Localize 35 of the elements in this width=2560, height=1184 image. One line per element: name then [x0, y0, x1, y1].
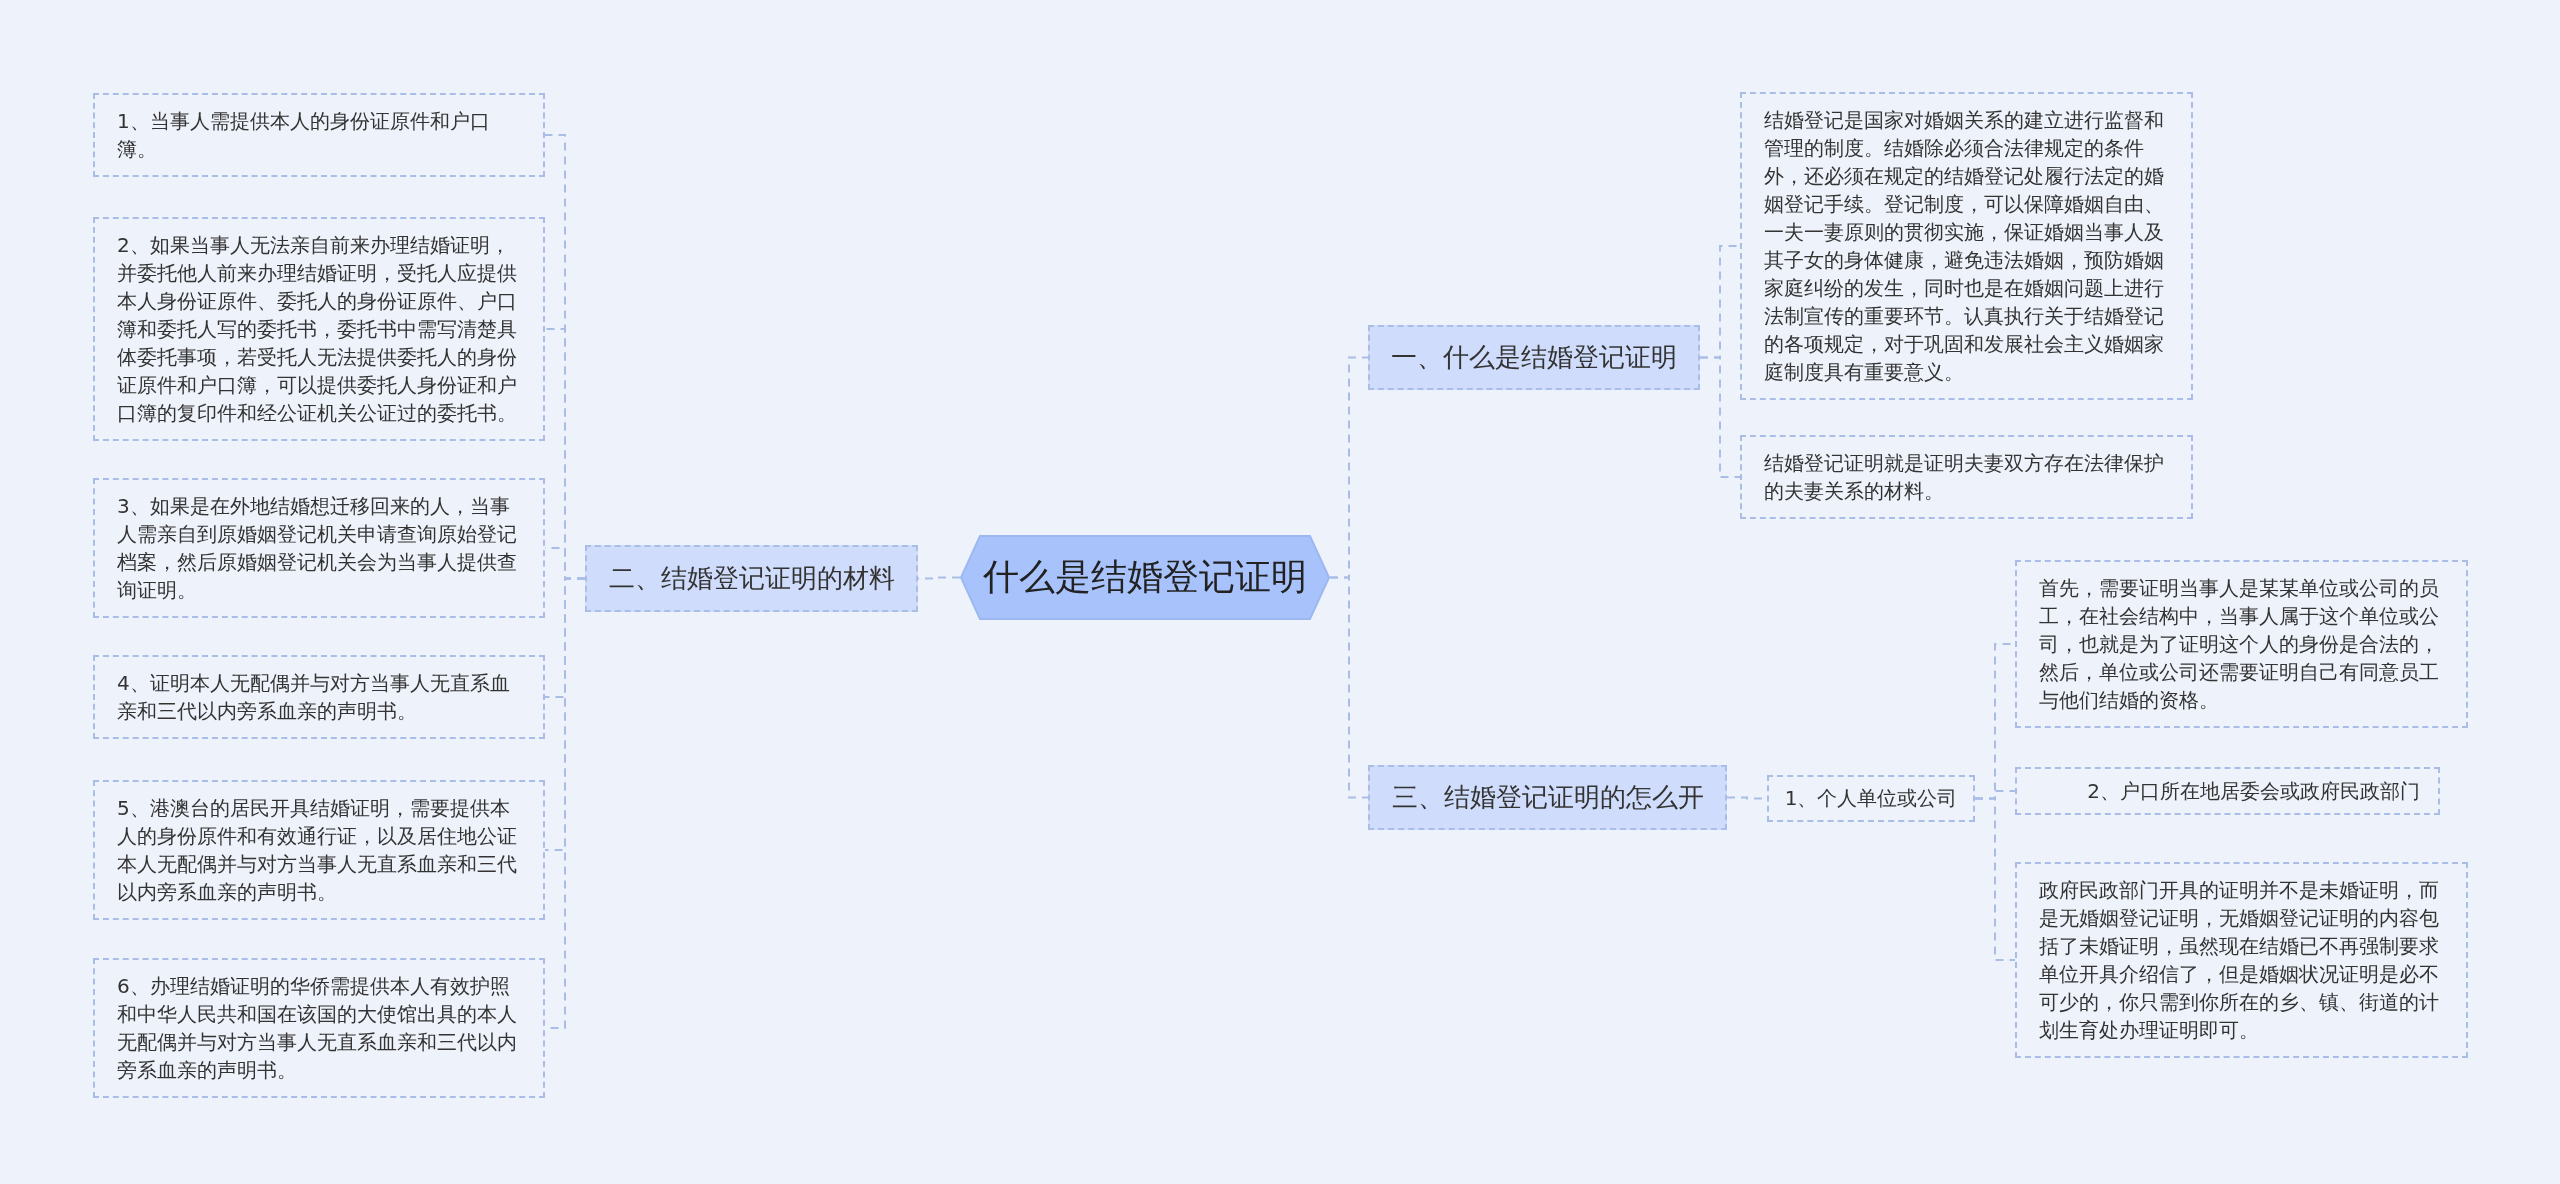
topic-box — [585, 545, 918, 612]
topic-label: 一、什么是结婚登记证明 — [1391, 341, 1677, 374]
note-text: 结婚登记是国家对婚姻关系的建立进行监督和管理的制度。结婚除必须合法律规定的条件外，还必须在规定的结婚登记处履行法定的婚姻登记手续。登记制度，可以保障婚姻自由、一夫一妻原则的贯彻实施，保证婚姻当事人及其子女的身体健康，避免违法婚姻，预防婚姻家庭纠纷的发生，同时也是在婚姻问题上进行法制宣传的重要环节。认真执行关于结婚登记的各项规定，对于巩固和发展社会主义婚姻家庭制度具有重要意义。 — [1764, 108, 2164, 384]
topic-box — [1368, 325, 1700, 390]
topic-label: 什么是结婚登记证明 — [983, 555, 1307, 599]
connector-line — [1974, 797, 2016, 961]
note-text: 6、办理结婚证明的华侨需提供本人有效护照和中华人民共和国在该国的大使馆出具的本人无配偶并与对方当事人无直系血亲和三代以内旁系血亲的声明书。 — [117, 974, 517, 1082]
note-box — [1740, 435, 2193, 519]
note-text: 5、港澳台的居民开具结婚证明，需要提供本人的身份原件和有效通行证，以及居住地公证本人无配偶并与对方当事人无直系血亲和三代以内旁系血亲的声明书。 — [117, 796, 517, 904]
note-text: 结婚登记证明就是证明夫妻双方存在法律保护的夫妻关系的材料。 — [1764, 451, 2164, 503]
topic-label: 二、结婚登记证明的材料 — [608, 562, 895, 595]
connector-line — [1699, 356, 1741, 478]
note-box — [93, 780, 545, 920]
note-text: 政府民政部门开具的证明并不是未婚证明，而是无婚姻登记证明，无婚姻登记证明的内容包括了未婚证明，虽然现在结婚已不再强制要求单位开具介绍信了，但是婚姻状况证明是必不可少的，你只需到你所在的乡、镇、街道的计划生育处办理证明即可。 — [2039, 878, 2439, 1042]
topic-label: 三、结婚登记证明的怎么开 — [1391, 781, 1704, 814]
note-text: 1、当事人需提供本人的身份证原件和户口簿。 — [117, 109, 490, 161]
central-topic — [960, 535, 1330, 620]
note-box — [93, 478, 545, 618]
note-box — [93, 93, 545, 177]
note-box — [1740, 92, 2193, 400]
note-box — [2015, 862, 2468, 1058]
connector-line — [1329, 576, 1369, 799]
note-box — [93, 958, 545, 1098]
note-text: 2、如果当事人无法亲自前来办理结婚证明，并委托他人前来办理结婚证明，受托人应提供本人身份证原件、委托人的身份证原件、户口簿和委托人写的委托书，委托书中需写清楚具体委托事项，若受托人无法提供委托人的身份证原件和户口簿，可以提供委托人身份证和户口簿的复印件和经公证机关公证过的委托书。 — [117, 233, 517, 425]
subtopic-box — [1767, 775, 1975, 822]
topic-box — [1368, 765, 1727, 830]
note-box — [93, 217, 545, 441]
note-text: 首先，需要证明当事人是某某单位或公司的员工，在社会结构中，当事人属于这个单位或公司，也就是为了证明这个人的身份是合法的，然后，单位或公司还需要证明自己有同意员工与他们结婚的资格。 — [2039, 576, 2439, 712]
topic-label: 1、个人单位或公司 — [1784, 785, 1958, 812]
note-text: 4、证明本人无配偶并与对方当事人无直系血亲和三代以内旁系血亲的声明书。 — [117, 671, 510, 723]
note-text: 3、如果是在外地结婚想迁移回来的人，当事人需亲自到原婚姻登记机关申请查询原始登记档案，然后原婚姻登记机关会为当事人提供查询证明。 — [117, 494, 517, 602]
note-text: 2、户口所在地居委会或政府民政部门 — [2087, 778, 2420, 805]
note-box — [2015, 560, 2468, 728]
note-box — [93, 655, 545, 739]
note-box — [2015, 767, 2440, 815]
